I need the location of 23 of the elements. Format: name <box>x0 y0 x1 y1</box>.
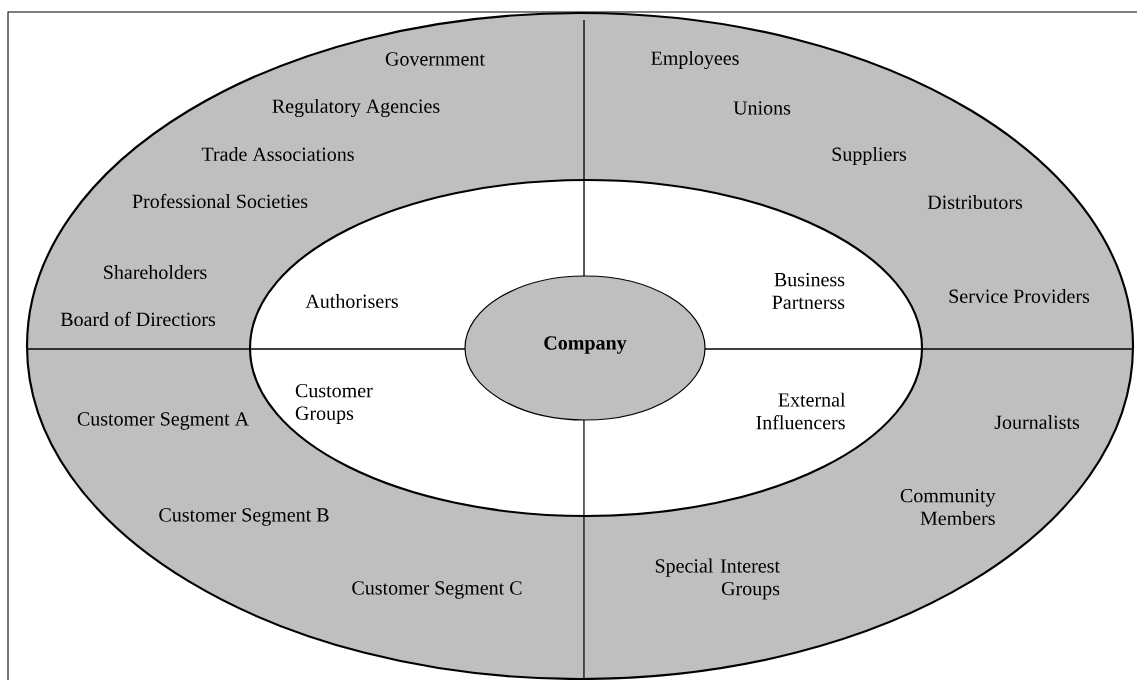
ring-label: Employees <box>651 50 739 70</box>
quadrant-label: External Influencers <box>756 392 846 430</box>
ring-label: Community Members <box>900 488 996 526</box>
ring-label: Service Providers <box>949 288 1090 303</box>
ring-label: Special Interest Groups <box>655 558 780 600</box>
ring-label: Customer Segment B <box>159 508 329 526</box>
ring-label: Regulatory Agencies <box>272 98 440 118</box>
ring-label: Distributors <box>927 194 1023 209</box>
quadrant-label: Customer Groups <box>295 383 373 425</box>
center-ellipse <box>464 275 706 421</box>
center-label: Company <box>544 336 627 354</box>
ring-label: Professional Societies <box>132 193 308 209</box>
quadrant-label: Business Partnerss <box>772 272 845 310</box>
quadrant-label: Authorisers <box>305 293 398 308</box>
ring-label: Suppliers <box>832 146 907 166</box>
ring-label: Board of Directiors <box>60 311 216 327</box>
ring-label: Government <box>385 52 485 66</box>
ring-label: Shareholders <box>104 264 207 279</box>
ring-label: Customer Segment C <box>352 581 522 599</box>
ring-label: Unions <box>733 101 791 115</box>
ring-label: Trade Associations <box>201 146 354 161</box>
ring-label: Journalists <box>994 414 1080 429</box>
ring-label: Customer Segment A <box>77 412 249 430</box>
